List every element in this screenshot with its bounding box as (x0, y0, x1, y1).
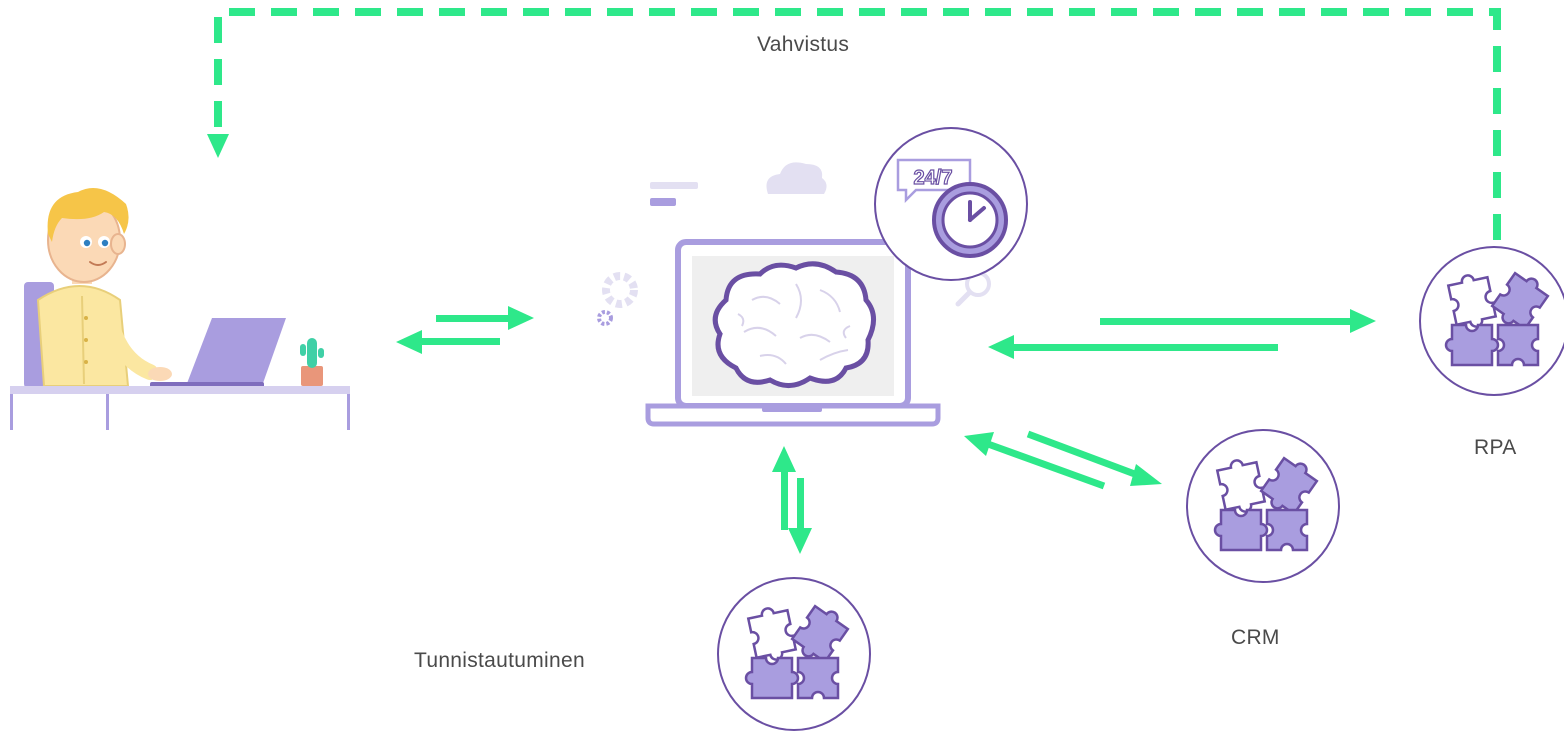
bars-icon (650, 182, 698, 206)
arrow-user-to-laptop (436, 306, 534, 330)
rpa-puzzle-icon (1419, 246, 1564, 396)
arrow-laptop-to-rpa (1100, 309, 1376, 333)
arrow-laptop-to-crm (1026, 430, 1162, 486)
arrow-laptop-to-user (396, 330, 500, 354)
auth-puzzle-icon (717, 577, 871, 731)
confirmation-dashed-path (207, 8, 1501, 240)
user-at-desk-icon (10, 188, 350, 430)
crm-label: CRM (1231, 626, 1280, 649)
arrow-crm-to-laptop (964, 432, 1106, 490)
gear-icon (597, 272, 638, 326)
dashed-arrowhead (207, 134, 229, 158)
clock-24-7-icon: 24/7 (874, 127, 1028, 281)
cloud-icon (766, 162, 827, 194)
clock-badge-text: 24/7 (914, 167, 953, 189)
authentication-label: Tunnistautuminen (414, 649, 585, 672)
arrow-rpa-to-laptop (988, 335, 1278, 359)
laptop-brain-icon (645, 239, 941, 427)
crm-puzzle-icon (1186, 429, 1340, 583)
confirmation-label: Vahvistus (757, 33, 850, 56)
arrow-laptop-to-auth (788, 478, 812, 554)
rpa-label: RPA (1474, 436, 1517, 459)
arrow-auth-to-laptop (772, 446, 796, 530)
